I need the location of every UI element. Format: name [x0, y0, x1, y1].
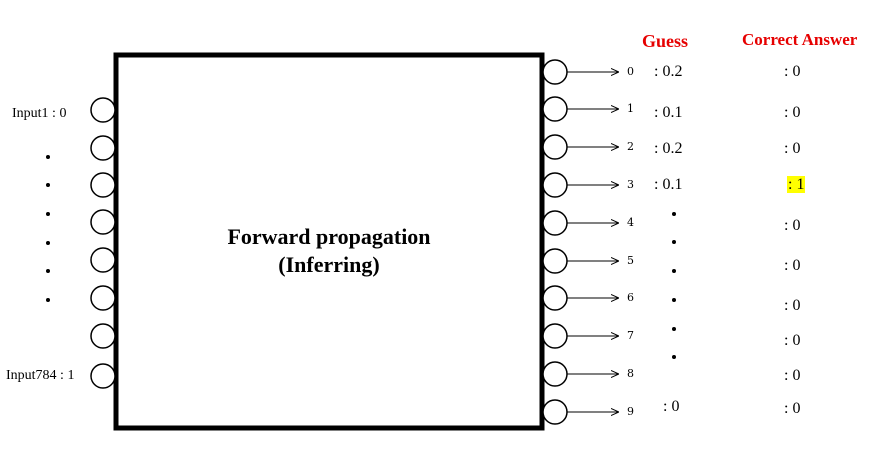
correct-value: : 0 — [784, 400, 801, 417]
correct-value: : 0 — [784, 63, 801, 80]
ellipsis-dot — [672, 298, 676, 302]
box-title: Forward propagation (Inferring) — [179, 223, 479, 278]
output-neuron — [542, 210, 568, 236]
ellipsis-dot — [672, 355, 676, 359]
ellipsis-dot — [46, 155, 50, 159]
output-neuron — [542, 285, 568, 311]
input-neuron — [90, 285, 116, 311]
input-neuron — [90, 97, 116, 123]
input-neuron — [90, 135, 116, 161]
output-neuron — [542, 96, 568, 122]
guess-value: : 0.2 — [654, 63, 683, 80]
output-neuron — [542, 361, 568, 387]
guess-value: : 0.1 — [654, 104, 683, 121]
output-neuron — [542, 399, 568, 425]
input-neuron — [90, 172, 116, 198]
input-neuron — [90, 247, 116, 273]
correct-value: : 0 — [784, 332, 801, 349]
ellipsis-dot — [672, 240, 676, 244]
correct-value: : 0 — [784, 104, 801, 121]
correct-value: : 0 — [784, 140, 801, 157]
input-neuron — [90, 363, 116, 389]
ellipsis-dot — [46, 298, 50, 302]
correct-value-highlighted: : 1 — [787, 176, 806, 193]
ellipsis-dot — [46, 183, 50, 187]
output-index: 2 — [627, 140, 634, 153]
output-index: 7 — [627, 329, 634, 342]
input-neuron — [90, 323, 116, 349]
forward-propagation-box — [113, 52, 545, 431]
output-index: 9 — [627, 405, 634, 418]
output-neuron — [542, 134, 568, 160]
ellipsis-dot — [672, 212, 676, 216]
input-last-label: Input784 : 1 — [6, 368, 75, 383]
output-index: 8 — [627, 367, 634, 380]
correct-value: : 0 — [784, 367, 801, 384]
ellipsis-dot — [46, 269, 50, 273]
input-neuron — [90, 209, 116, 235]
guess-value: : 0.2 — [654, 140, 683, 157]
ellipsis-dot — [672, 327, 676, 331]
highlight-mark: : 1 — [787, 176, 806, 193]
output-index: 1 — [627, 102, 634, 115]
output-index: 5 — [627, 254, 634, 267]
output-index: 6 — [627, 291, 634, 304]
ellipsis-dot — [46, 241, 50, 245]
correct-value: : 0 — [784, 217, 801, 234]
guess-value: : 0 — [663, 398, 680, 415]
correct-value: : 0 — [784, 257, 801, 274]
box-title-line1: Forward propagation — [227, 224, 431, 249]
output-neuron — [542, 323, 568, 349]
output-index: 3 — [627, 178, 634, 191]
guess-header: Guess — [642, 31, 689, 51]
input-neurons — [90, 97, 116, 389]
ellipsis-dot — [672, 269, 676, 273]
guess-value: : 0.1 — [654, 176, 683, 193]
output-index: 4 — [627, 216, 634, 229]
input-first-label: Input1 : 0 — [12, 106, 67, 121]
output-index: 0 — [627, 65, 634, 78]
output-neuron — [542, 59, 568, 85]
output-neuron — [542, 248, 568, 274]
output-neurons — [542, 59, 618, 425]
correct-answer-header: Correct Answer — [742, 30, 858, 49]
box-title-line2: (Inferring) — [278, 251, 380, 277]
output-neuron — [542, 172, 568, 198]
ellipsis-dot — [46, 212, 50, 216]
correct-value: : 0 — [784, 297, 801, 314]
